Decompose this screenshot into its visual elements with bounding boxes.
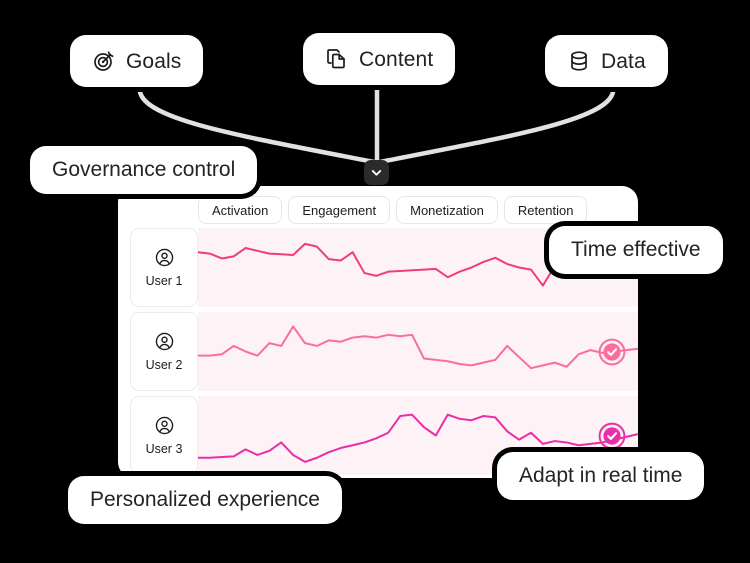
user-card-3[interactable]: User 3 [130,396,198,475]
tab-label: Activation [212,202,269,218]
tab-label: Retention [517,202,574,218]
status-badge-check-2 [598,338,626,366]
sparkline-track-2 [198,312,638,391]
callout-label: Time effective [571,238,701,261]
tab-label: Engagement [302,202,377,218]
user-name: User 1 [145,274,183,288]
chevron-down-icon [369,165,384,180]
tab-retention[interactable]: Retention [503,196,588,224]
user-circle-icon [154,247,175,268]
tab-activation[interactable]: Activation [198,196,283,224]
callout-time-effective[interactable]: Time effective [549,226,723,274]
sparkline-user-2 [198,312,638,391]
user-card-1[interactable]: User 1 [130,228,198,307]
callout-personalized-experience[interactable]: Personalized experience [68,476,342,524]
user-name: User 3 [145,442,183,456]
callout-label: Personalized experience [90,488,320,511]
user-card-2[interactable]: User 2 [130,312,198,391]
callout-adapt-real-time[interactable]: Adapt in real time [497,452,705,500]
database-icon [567,49,591,73]
chevron-down-badge[interactable] [364,160,389,185]
copy-documents-icon [325,47,349,71]
source-pill-label: Data [601,49,646,73]
status-badge-check-3 [598,422,626,450]
tab-engagement[interactable]: Engagement [288,196,391,224]
source-pill-goals[interactable]: Goals [70,35,204,87]
callout-label: Adapt in real time [519,464,683,487]
user-rows: User 1 User 2 [118,228,638,478]
source-pill-label: Content [359,47,434,71]
source-pill-content[interactable]: Content [303,33,456,85]
callout-governance-control[interactable]: Governance control [30,146,258,194]
target-icon [92,49,116,73]
tab-bar: Activation Engagement Monetization Reten… [198,196,588,224]
dashboard-panel: Activation Engagement Monetization Reten… [118,186,638,478]
tab-monetization[interactable]: Monetization [396,196,498,224]
source-pill-label: Goals [126,49,182,73]
source-pill-data[interactable]: Data [545,35,668,87]
sparkline-user-3 [198,396,638,475]
tab-label: Monetization [410,202,484,218]
user-circle-icon [154,415,175,436]
user-name: User 2 [145,358,183,372]
callout-label: Governance control [52,158,236,181]
table-row: User 2 [118,312,638,391]
user-circle-icon [154,331,175,352]
